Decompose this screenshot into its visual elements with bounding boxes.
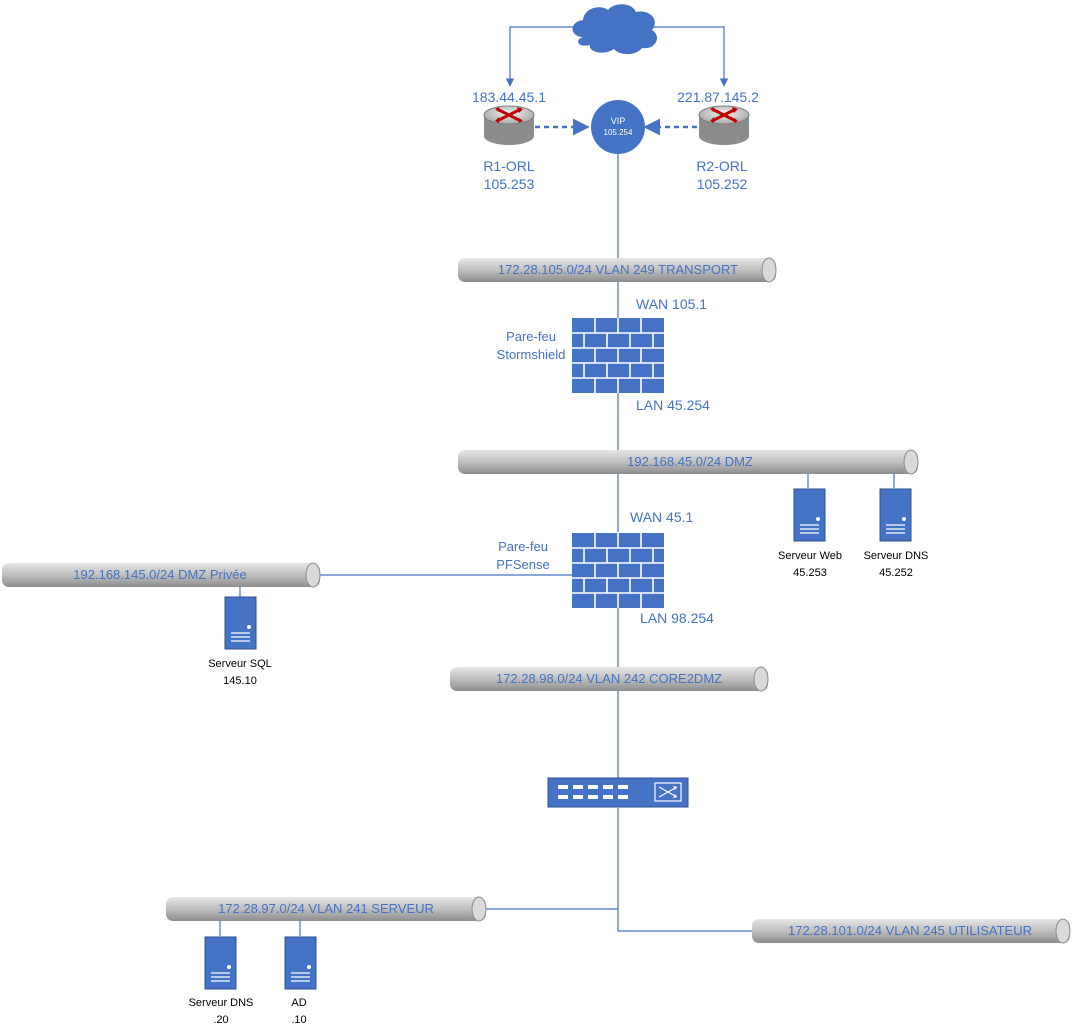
server-sql[interactable]: Serveur SQL 145.10	[208, 596, 272, 687]
server-sql-addr-label: 145.10	[223, 675, 257, 687]
server-web-addr-label: 45.253	[793, 567, 827, 579]
r1-ip-label: 183.44.45.1	[472, 89, 546, 105]
server-icon	[224, 596, 257, 650]
server-web[interactable]: Serveur Web 45.253	[778, 488, 842, 579]
server-icon	[879, 488, 912, 542]
segment-transport-label: 172.28.105.0/24 VLAN 249 TRANSPORT	[498, 262, 738, 277]
segment-transport[interactable]: 172.28.105.0/24 VLAN 249 TRANSPORT	[458, 257, 777, 283]
server-dns-dmz-name-label: Serveur DNS	[864, 550, 929, 562]
server-ad-addr-label: .10	[291, 1014, 306, 1026]
r1-name-label: R1-ORL	[483, 158, 535, 174]
r2-addr-label: 105.252	[697, 176, 748, 192]
stormshield-wan-label: WAN 105.1	[636, 296, 707, 312]
server-icon	[204, 936, 237, 990]
stormshield-lan-label: LAN 45.254	[636, 397, 710, 413]
connector-lines	[219, 26, 895, 936]
segment-dmz[interactable]: 192.168.45.0/24 DMZ	[458, 449, 919, 475]
server-ad-name-label: AD	[291, 997, 306, 1009]
cloud-to-r2-line	[648, 26, 729, 87]
server-dns-dmz-addr-label: 45.252	[879, 567, 913, 579]
stormshield-line2-label: Stormshield	[497, 347, 566, 362]
vip-label: VIP	[611, 116, 626, 126]
pfsense-line2-label: PFSense	[496, 557, 549, 572]
segment-dmz-privee[interactable]: 192.168.145.0/24 DMZ Privée	[2, 562, 321, 588]
segment-dmz-privee-label: 192.168.145.0/24 DMZ Privée	[73, 567, 246, 582]
pfsense-lan-label: LAN 98.254	[640, 610, 714, 626]
segment-serveur-label: 172.28.97.0/24 VLAN 241 SERVEUR	[218, 901, 434, 916]
firewall-stormshield[interactable]: Pare-feu Stormshield WAN 105.1 LAN 45.25…	[497, 296, 710, 413]
server-dns-lan-addr-label: .20	[213, 1014, 228, 1026]
router-r2[interactable]: 221.87.145.2 R2-ORL 105.252	[677, 89, 759, 192]
segment-serveur[interactable]: 172.28.97.0/24 VLAN 241 SERVEUR	[166, 896, 487, 922]
segment-core2dmz-label: 172.28.98.0/24 VLAN 242 CORE2DMZ	[496, 671, 722, 686]
cloud-to-r1-line	[505, 26, 590, 87]
r1-addr-label: 105.253	[484, 176, 535, 192]
segment-core2dmz[interactable]: 172.28.98.0/24 VLAN 242 CORE2DMZ	[450, 666, 769, 692]
segment-dmz-label: 192.168.45.0/24 DMZ	[627, 454, 753, 469]
firewall-icon	[572, 318, 664, 393]
server-sql-name-label: Serveur SQL	[208, 658, 272, 670]
server-dns-lan[interactable]: Serveur DNS .20	[189, 936, 254, 1026]
firewall-icon	[572, 533, 664, 608]
firewall-pfsense[interactable]: Pare-feu PFSense WAN 45.1 LAN 98.254	[496, 509, 714, 626]
router-r1[interactable]: 183.44.45.1 R1-ORL 105.253	[472, 89, 546, 192]
switch-icon	[547, 777, 689, 808]
r2-ip-label: 221.87.145.2	[677, 89, 759, 105]
server-web-name-label: Serveur Web	[778, 550, 842, 562]
server-dns-lan-name-label: Serveur DNS	[189, 997, 254, 1009]
server-ad[interactable]: AD .10	[284, 936, 317, 1026]
r2-name-label: R2-ORL	[696, 158, 748, 174]
switch-to-utilisateur-line	[617, 808, 752, 932]
vip-node[interactable]: VIP 105.254	[591, 100, 645, 154]
router-icon	[698, 105, 750, 145]
core-switch[interactable]	[547, 777, 689, 808]
server-icon	[793, 488, 826, 542]
router-icon	[483, 105, 535, 145]
server-icon	[284, 936, 317, 990]
segment-utilisateur[interactable]: 172.28.101.0/24 VLAN 245 UTILISATEUR	[752, 918, 1071, 944]
cloud-icon	[572, 4, 657, 55]
pfsense-wan-label: WAN 45.1	[630, 509, 693, 525]
vip-addr-label: 105.254	[604, 128, 633, 137]
segment-utilisateur-label: 172.28.101.0/24 VLAN 245 UTILISATEUR	[788, 923, 1032, 938]
pfsense-line1-label: Pare-feu	[498, 539, 548, 554]
stormshield-line1-label: Pare-feu	[506, 329, 556, 344]
server-dns-dmz[interactable]: Serveur DNS 45.252	[864, 488, 929, 579]
